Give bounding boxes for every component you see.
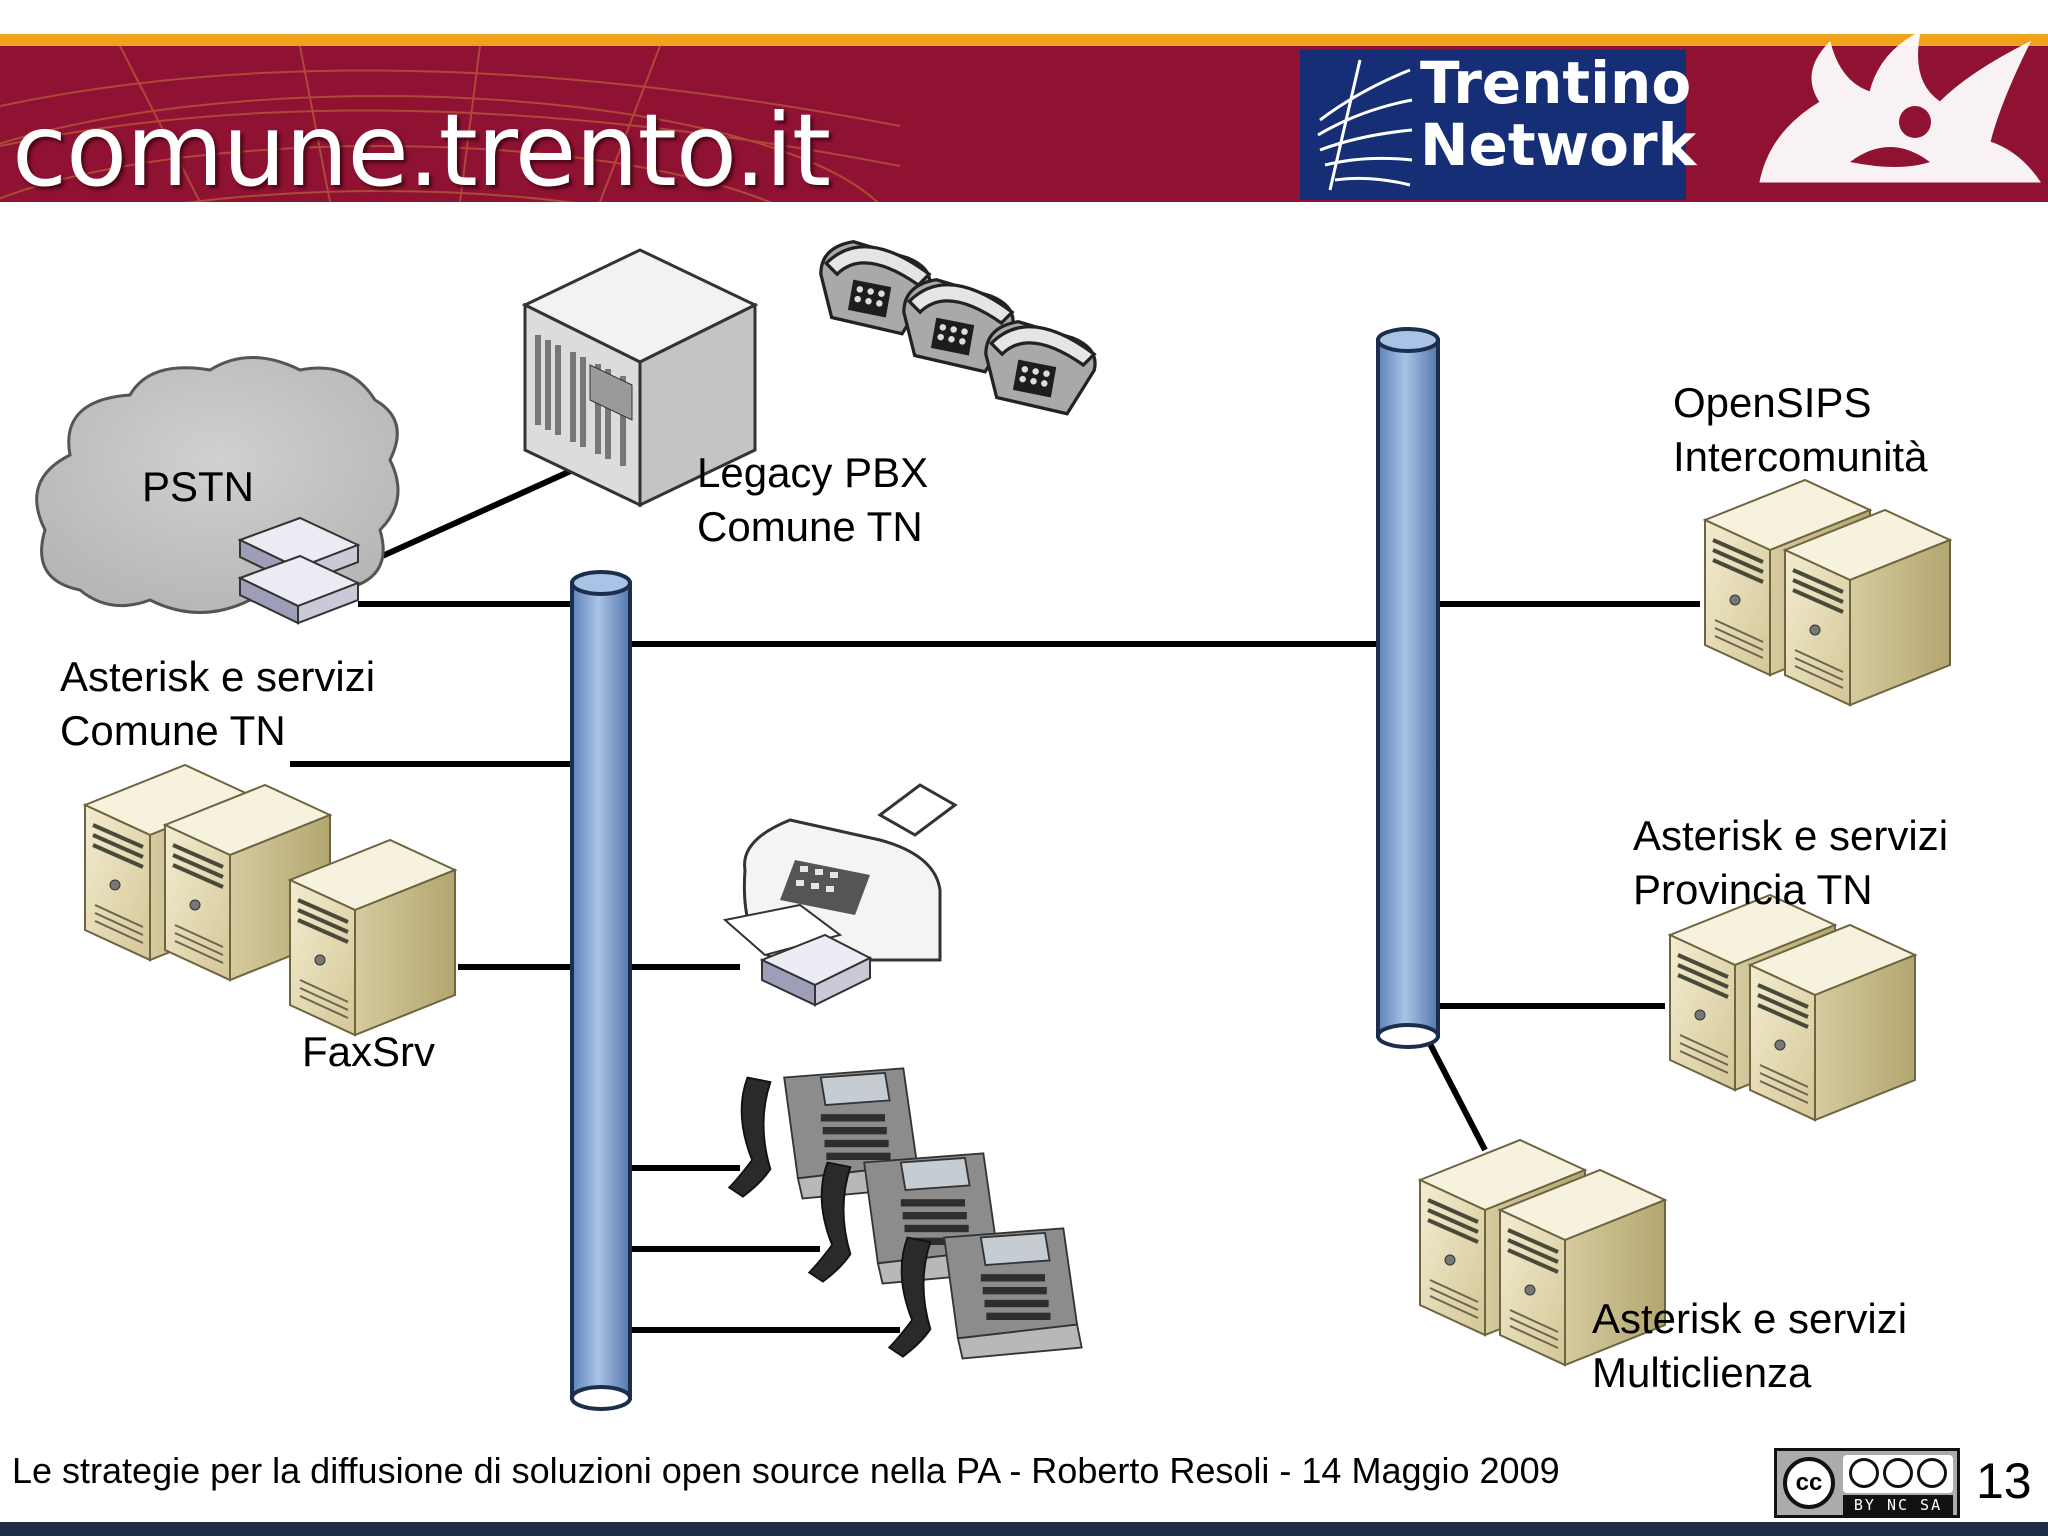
- link-bus-multiclienza: [1425, 1038, 1488, 1152]
- pbx-icon: [521, 248, 759, 508]
- network-diagram: PSTN Legacy PBX Comune TN Asterisk e ser…: [0, 205, 2048, 1415]
- server-icon-faxsrv: [288, 838, 457, 1037]
- label-asterisk-multi-line1: Asterisk e servizi: [1592, 1295, 1908, 1342]
- page-number: 13: [1976, 1453, 2032, 1509]
- header-top-strip: [0, 0, 2048, 34]
- cc-license-icon[interactable]: cc BY NC SA: [1774, 1448, 1960, 1518]
- footer-caption: Le strategie per la diffusione di soluzi…: [12, 1450, 1560, 1491]
- server-icon-opensips: [1703, 478, 1952, 707]
- cc-by-icon: [1849, 1458, 1879, 1488]
- label-opensips-line2: Intercomunità: [1673, 433, 1928, 480]
- modem-icon: [237, 516, 361, 625]
- label-pstn: PSTN: [142, 463, 255, 510]
- globe-arcs-decoration: [0, 46, 901, 202]
- eagle-crest-icon: [1759, 31, 2041, 183]
- slide-header: comune.trento.it Trentino Network: [0, 0, 2048, 209]
- analog-phone-icon: [819, 240, 1097, 416]
- cc-logo: cc: [1783, 1457, 1835, 1509]
- brand-title[interactable]: comune.trento.it: [12, 92, 831, 209]
- server-icon-provincia: [1668, 893, 1917, 1122]
- label-asterisk-provincia-line2: Provincia TN: [1633, 866, 1873, 913]
- logo-line-1: Trentino: [1420, 49, 1692, 117]
- label-legacy-pbx-line2: Comune TN: [697, 503, 923, 550]
- network-bus-left: [570, 570, 632, 1411]
- cc-condition-icons: [1843, 1455, 1953, 1493]
- link-pstn-pbx: [356, 457, 597, 570]
- network-swirl-icon: [1317, 59, 1413, 191]
- label-asterisk-comune-line1: Asterisk e servizi: [60, 653, 376, 700]
- ip-phone-icon: [728, 1067, 1083, 1360]
- cc-nc-icon: [1883, 1458, 1913, 1488]
- logo-line-2: Network: [1420, 111, 1697, 179]
- trentino-network-logo: Trentino Network: [1300, 50, 1696, 200]
- network-bus-right: [1376, 327, 1440, 1049]
- cc-sa-icon: [1917, 1458, 1947, 1488]
- header-band: [0, 46, 2048, 202]
- footer-bar: [0, 1522, 2048, 1536]
- label-legacy-pbx-line1: Legacy PBX: [697, 449, 929, 496]
- label-asterisk-multi-line2: Multiclienza: [1592, 1349, 1812, 1396]
- cc-modifiers: BY NC SA: [1843, 1495, 1953, 1515]
- connection-lines: [290, 457, 1700, 1333]
- fax-icon: [722, 783, 958, 1007]
- label-asterisk-provincia-line1: Asterisk e servizi: [1633, 812, 1949, 859]
- header-orange-stripe: [0, 34, 2048, 46]
- diagram-canvas: [35, 240, 1952, 1411]
- label-faxsrv: FaxSrv: [302, 1028, 436, 1075]
- label-opensips-line1: OpenSIPS: [1673, 379, 1872, 426]
- label-asterisk-comune-line2: Comune TN: [60, 707, 286, 754]
